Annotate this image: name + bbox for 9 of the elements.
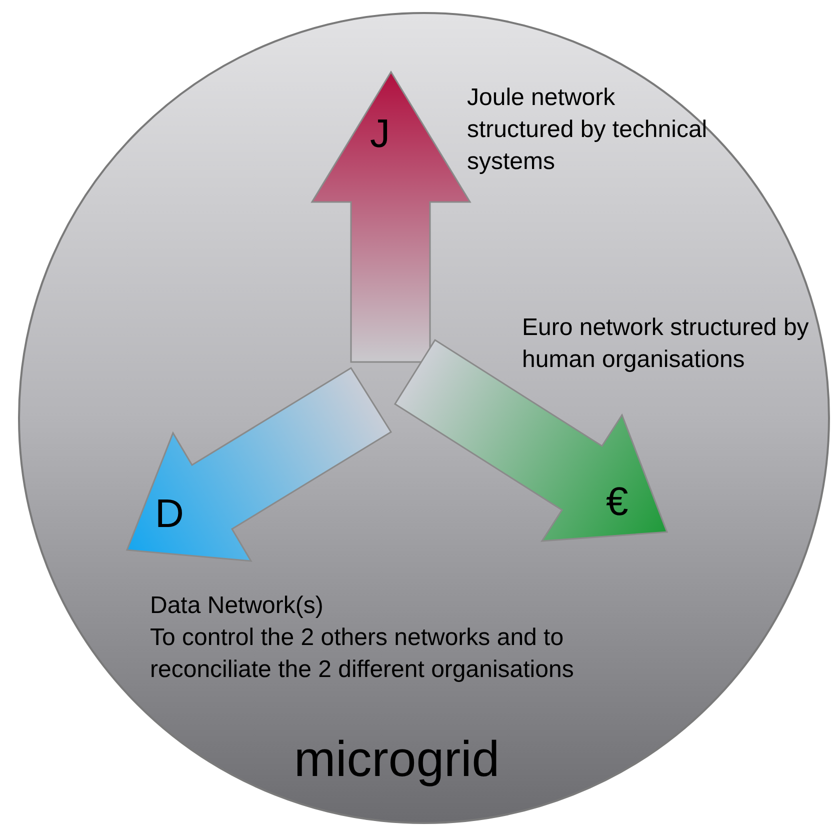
network-description: Joule network structured by technical systems [467,83,708,177]
diagram-label: microgrid [294,734,500,784]
arrow-shape [127,368,391,561]
arrow-letter: € [606,482,628,522]
network-description: To control the 2 others networks and to reconciliate the 2 different organisations [150,623,575,685]
network-description: Data Network(s) [150,591,324,621]
arrow-letter: D [155,494,184,534]
network-description: Euro network structured by human organisations [522,313,810,375]
arrow-letter: J [370,114,390,154]
